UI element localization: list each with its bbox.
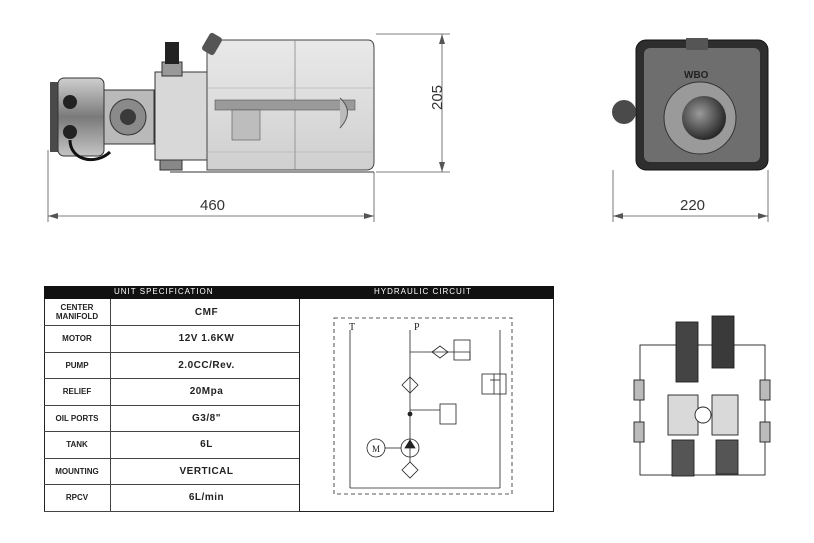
hydraulic-circuit: [333, 317, 513, 495]
spec-row: RELIEF 20Mpa: [44, 379, 299, 406]
spec-column-divider: [110, 299, 111, 512]
spec-sheet-header: UNIT SPECIFICATION HYDRAULIC CIRCUIT: [44, 286, 554, 299]
spec-key: RPCV: [65, 493, 89, 502]
tank-port-label: T: [349, 322, 355, 333]
spec-key: RELIEF: [62, 387, 92, 396]
dimension-length: 460: [47, 150, 375, 222]
spec-value: 12V 1.6KW: [178, 333, 235, 344]
side-view: [50, 32, 375, 173]
spec-value: CMF: [194, 306, 219, 318]
spec-row: OIL PORTS G3/8": [44, 405, 299, 432]
pressure-port-label: P: [414, 322, 420, 333]
dimension-width: 220: [612, 170, 769, 222]
spec-row: MOUNTING VERTICAL: [44, 458, 299, 485]
dimension-height-label: 205: [429, 85, 446, 110]
dimension-width-label: 220: [680, 197, 705, 214]
spec-key: PUMP: [65, 360, 89, 370]
spec-key: MOTOR: [62, 334, 92, 343]
spec-value: 6L: [200, 439, 213, 450]
manifold-detail-view: [633, 315, 771, 477]
motor-symbol-label: M: [372, 444, 380, 454]
spec-row: TANK 6L: [44, 432, 299, 459]
spec-value: VERTICAL: [179, 465, 234, 477]
spec-key: TANK: [66, 440, 88, 449]
spec-value: 2.0CC/Rev.: [178, 359, 235, 371]
spec-table-title: UNIT SPECIFICATION: [114, 287, 214, 296]
end-view-label: WBO: [684, 70, 709, 81]
spec-key: OIL PORTS: [55, 413, 99, 423]
spec-value: 6L/min: [188, 492, 225, 503]
hydraulic-circuit-title: HYDRAULIC CIRCUIT: [374, 287, 472, 296]
spec-section-divider: [299, 299, 300, 512]
spec-key: MOUNTING: [55, 466, 99, 476]
spec-value: G3/8": [192, 412, 221, 424]
spec-row: PUMP 2.0CC/Rev.: [44, 352, 299, 379]
spec-value: 20Mpa: [189, 386, 224, 397]
dimension-height: 205: [376, 33, 450, 173]
spec-row: RPCV 6L/min: [44, 485, 299, 512]
end-view: WBO: [612, 38, 769, 171]
spec-row: MOTOR 12V 1.6KW: [44, 326, 299, 353]
dimension-length-label: 460: [200, 197, 225, 214]
